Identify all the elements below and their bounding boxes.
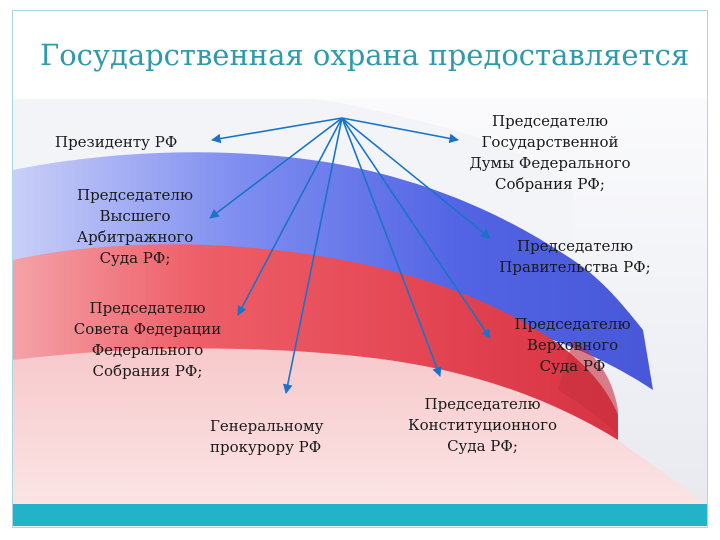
slide-frame <box>12 10 708 528</box>
